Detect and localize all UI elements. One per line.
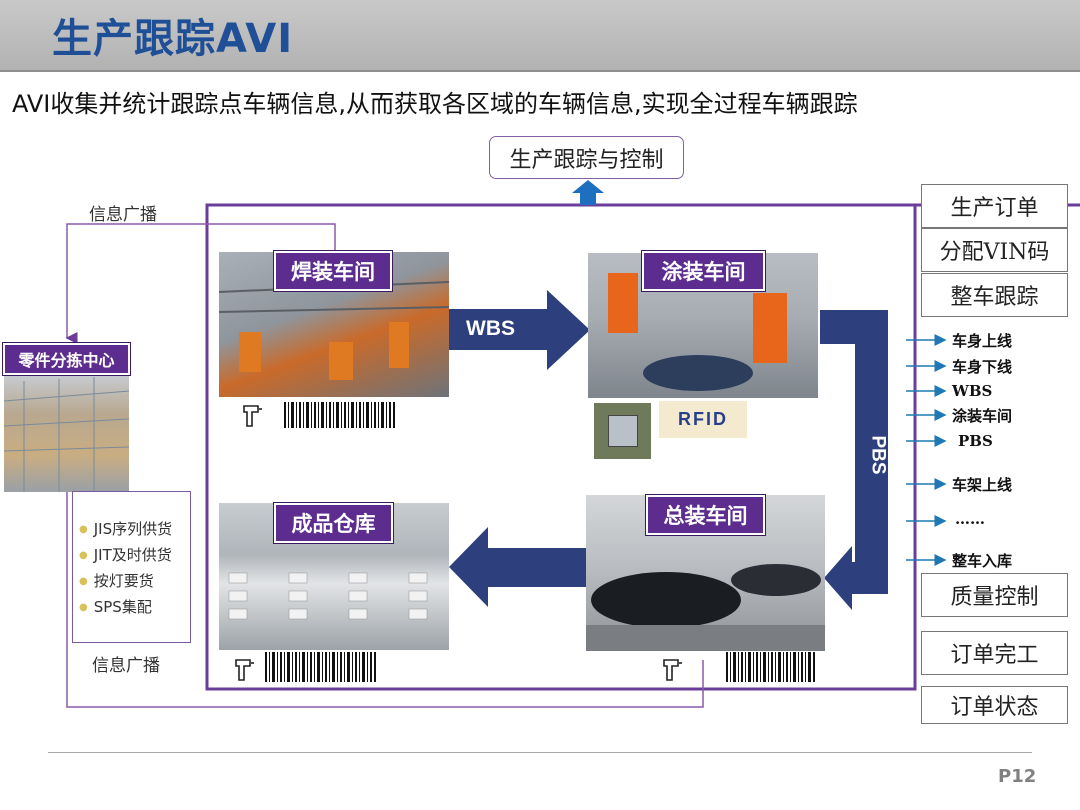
wbs-label: WBS bbox=[466, 317, 515, 340]
scanner-icon bbox=[235, 659, 254, 681]
assembly-line-image bbox=[586, 564, 825, 651]
broadcast-top-line bbox=[65, 223, 336, 344]
rfid-reader-device bbox=[608, 415, 638, 447]
rfid-reader-photo bbox=[594, 403, 651, 459]
painting-robots-image bbox=[608, 273, 787, 391]
bullet-icon: ● bbox=[79, 549, 88, 561]
tracking-point: PBS bbox=[958, 432, 993, 450]
barcode-assembly bbox=[726, 652, 815, 682]
pbs-label: PBS bbox=[867, 435, 889, 475]
supply-methods-box: ●JIS序列供货 ●JIT及时供货 ●按灯要货 ●SPS集配 bbox=[72, 491, 191, 643]
production-tracking-control-box: 生产跟踪与控制 bbox=[489, 136, 684, 179]
up-arrow bbox=[572, 180, 604, 205]
order-completion-box: 订单完工 bbox=[921, 631, 1068, 675]
info-broadcast-top-label: 信息广播 bbox=[89, 205, 157, 225]
parts-center-photo bbox=[4, 371, 129, 492]
tracking-point: …… bbox=[955, 510, 985, 528]
bullet-icon: ● bbox=[79, 523, 88, 535]
welding-workshop-label: 焊装车间 bbox=[274, 251, 392, 291]
supply-item: ●SPS集配 bbox=[79, 598, 152, 616]
barcode-welding bbox=[284, 402, 395, 428]
painting-workshop-label: 涂装车间 bbox=[642, 251, 765, 291]
quality-control-box: 质量控制 bbox=[921, 573, 1068, 617]
supply-item: ●JIT及时供货 bbox=[79, 546, 172, 564]
tracking-point: WBS bbox=[952, 382, 993, 400]
footer-divider bbox=[48, 752, 1032, 753]
warehouse-label: 成品仓库 bbox=[274, 503, 393, 543]
scanner-icon bbox=[663, 659, 682, 681]
parts-center-label: 零件分拣中心 bbox=[3, 343, 130, 375]
vehicle-tracking-box: 整车跟踪 bbox=[921, 273, 1068, 317]
broadcast-bottom-line bbox=[66, 492, 704, 708]
supply-item: ●JIS序列供货 bbox=[79, 520, 173, 538]
pbs-arrow bbox=[820, 310, 888, 610]
rfid-logo: RFID bbox=[659, 401, 747, 438]
tracking-point: 车身上线 bbox=[952, 332, 1013, 350]
order-status-box: 订单状态 bbox=[921, 686, 1068, 724]
main-frame bbox=[205, 203, 917, 691]
bullet-icon: ● bbox=[79, 575, 88, 587]
page-subtitle: AVI收集并统计跟踪点车辆信息,从而获取各区域的车辆信息,实现全过程车辆跟踪 bbox=[12, 90, 858, 118]
supply-item: ●按灯要货 bbox=[79, 572, 154, 590]
assembly-photo bbox=[586, 495, 825, 651]
tracking-arrows bbox=[906, 334, 947, 566]
tracking-point: 整车入库 bbox=[952, 552, 1013, 570]
header-bar bbox=[0, 0, 1080, 72]
tracking-point: 车身下线 bbox=[952, 358, 1013, 376]
parked-cars-image bbox=[228, 572, 428, 620]
welding-robots-image bbox=[219, 281, 449, 380]
wbs-arrow bbox=[448, 290, 590, 370]
barcode-warehouse bbox=[265, 652, 376, 682]
bullet-icon: ● bbox=[79, 601, 88, 613]
tracking-point: 涂装车间 bbox=[952, 407, 1013, 425]
page-number: P12 bbox=[998, 766, 1037, 787]
painting-photo bbox=[588, 253, 818, 398]
warehouse-arrow bbox=[449, 527, 587, 607]
production-order-box: 生产订单 bbox=[921, 184, 1068, 228]
page-title: 生产跟踪AVI bbox=[52, 16, 294, 62]
tracking-point: 车架上线 bbox=[952, 476, 1013, 494]
scanner-icon bbox=[243, 405, 262, 427]
info-broadcast-bottom-label: 信息广播 bbox=[92, 656, 160, 676]
vin-assign-box: 分配VIN码 bbox=[921, 228, 1068, 272]
warehouse-racks-image bbox=[4, 377, 129, 492]
assembly-workshop-label: 总装车间 bbox=[646, 495, 765, 535]
